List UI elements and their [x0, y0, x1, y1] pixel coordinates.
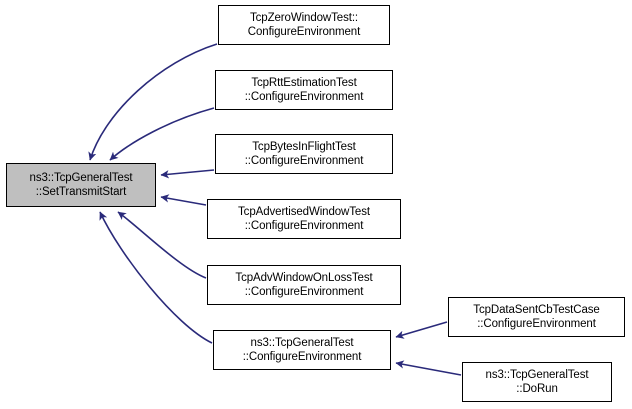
edge-bytes-in-flight-to-center [160, 169, 215, 179]
edge-rtt-estimation-to-center [109, 107, 215, 161]
node-tcpzerowindowtest-configureenvironment[interactable]: TcpZeroWindowTest:: ConfigureEnvironment [218, 5, 390, 45]
node-label-line1: ns3::TcpGeneralTest [250, 337, 354, 349]
node-tcpadvertisedwindowtest-configureenvironment[interactable]: TcpAdvertisedWindowTest ::ConfigureEnvir… [207, 199, 401, 239]
node-label-line2: ::ConfigureEnvironment [242, 351, 362, 363]
node-tcpdatasentcbtestcase-configureenvironment[interactable]: TcpDataSentCbTestCase ::ConfigureEnviron… [448, 297, 625, 337]
node-tcpbytesinflighttest-configureenvironment[interactable]: TcpBytesInFlightTest ::ConfigureEnvironm… [215, 134, 393, 174]
node-label-line1: ns3::TcpGeneralTest [29, 172, 133, 184]
node-label-line1: TcpBytesInFlightTest [252, 141, 356, 153]
node-label-line2: ::SetTransmitStart [35, 186, 127, 198]
node-label-line2: ::ConfigureEnvironment [244, 155, 364, 167]
node-label-line2: ::DoRun [516, 383, 558, 395]
node-tcpadvwindowonlosstest-configureenvironment[interactable]: TcpAdvWindowOnLossTest ::ConfigureEnviro… [207, 265, 401, 305]
edge-advertised-window-to-center [160, 194, 207, 206]
edge-general-configure-to-center [99, 211, 213, 344]
edge-adv-window-on-loss-to-center [117, 211, 207, 279]
node-label-line1: TcpZeroWindowTest:: [249, 12, 359, 24]
edge-data-sent-cb-to-general-configure [395, 321, 448, 339]
node-label-line1: ns3::TcpGeneralTest [485, 369, 589, 381]
node-ns3-tcpgeneraltest-settransmitstart[interactable]: ns3::TcpGeneralTest ::SetTransmitStart [6, 163, 156, 207]
edge-do-run-to-general-configure [395, 360, 462, 376]
node-label-line2: ::ConfigureEnvironment [244, 286, 364, 298]
node-tcprttestimationtest-configureenvironment[interactable]: TcpRttEstimationTest ::ConfigureEnvironm… [215, 70, 393, 110]
node-label-line2: ::ConfigureEnvironment [477, 318, 596, 330]
node-ns3-tcpgeneraltest-configureenvironment[interactable]: ns3::TcpGeneralTest ::ConfigureEnvironme… [213, 330, 391, 370]
node-label-line2: ::ConfigureEnvironment [244, 220, 364, 232]
edge-zero-window-to-center [88, 43, 218, 161]
node-label-line1: TcpRttEstimationTest [251, 77, 357, 89]
node-label-line2: ConfigureEnvironment [247, 26, 361, 38]
node-ns3-tcpgeneraltest-dorun[interactable]: ns3::TcpGeneralTest ::DoRun [462, 362, 612, 402]
node-label-line1: TcpDataSentCbTestCase [473, 304, 600, 316]
node-label-line2: ::ConfigureEnvironment [244, 91, 364, 103]
node-label-line1: TcpAdvertisedWindowTest [238, 206, 370, 218]
node-label-line1: TcpAdvWindowOnLossTest [235, 272, 373, 284]
